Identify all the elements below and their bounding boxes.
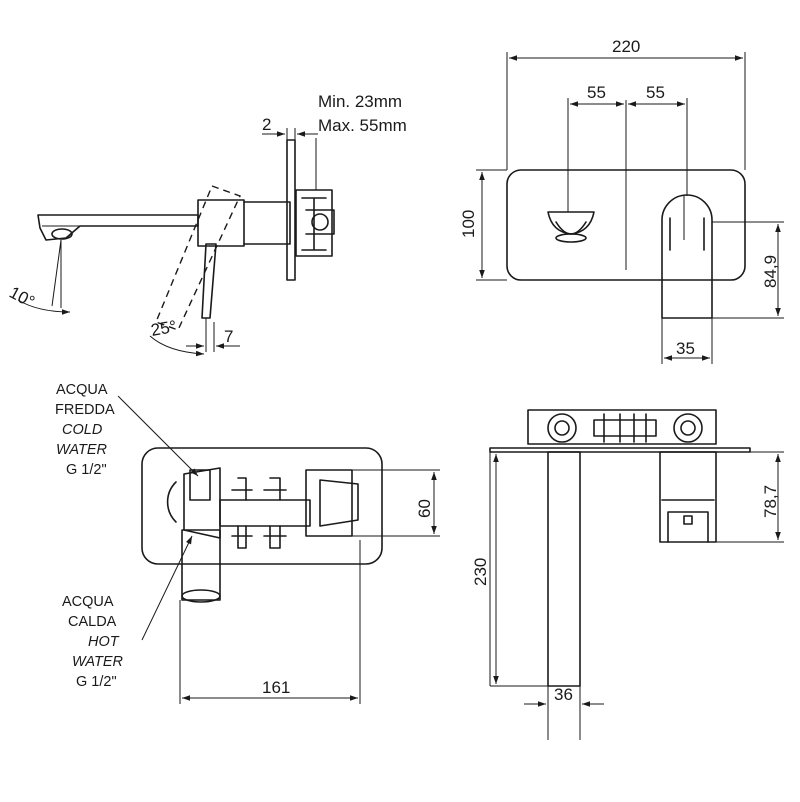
front-view: 220 55 55 100 84,9 35 [459,37,784,364]
front-spacing-right-label: 55 [646,83,665,102]
valve-assembly [527,409,717,445]
rear-plate [141,447,383,565]
hot-water-inlet [181,529,221,601]
rear-height-label: 60 [415,499,434,518]
top-spout [547,451,581,687]
cold-water-label: ACQUA FREDDA COLD WATER G 1/2" [55,382,115,478]
spout-outline [37,214,199,241]
front-width-label: 220 [612,37,640,56]
hot-water-label: ACQUA CALDA HOT WATER G 1/2" [62,594,124,690]
rear-view: 60 161 ACQUA FREDDA COLD WATER G 1/2" AC… [55,382,440,704]
lever-width-label: 35 [676,339,695,358]
svg-text:WATER: WATER [72,654,124,670]
svg-text:COLD: COLD [62,422,102,438]
mixer-body [197,199,245,247]
lever-offset-label: 7 [224,327,233,346]
lever-solid [201,243,217,319]
svg-text:ACQUA: ACQUA [62,594,114,610]
svg-text:ACQUA: ACQUA [56,382,108,398]
lever-knob [661,194,713,319]
svg-text:HOT: HOT [88,634,120,650]
plate-thickness-label: 2 [262,115,271,134]
cartridge [295,189,333,257]
front-spacing-left-label: 55 [587,83,606,102]
wall-thickness-max: Max. 55mm [318,116,407,135]
wall-thickness-min: Min. 23mm [318,92,402,111]
top-view: 230 36 78,7 [471,409,784,740]
wall-plate [286,139,296,281]
svg-text:FREDDA: FREDDA [55,402,115,418]
lever-depth-label: 78,7 [761,485,780,518]
valve-body [219,499,311,527]
spout-length-label: 230 [471,558,490,586]
spout-width-label: 36 [554,685,573,704]
lever-angle-label: 25° [149,317,178,340]
front-height-label: 100 [459,210,478,238]
rear-length-label: 161 [262,678,290,697]
svg-text:CALDA: CALDA [68,614,117,630]
svg-text:WATER: WATER [56,442,108,458]
side-view: 10° 25° 7 2 Min. 23mm Max. 55mm [6,92,407,357]
spout-outlet [547,211,595,235]
svg-text:G 1/2": G 1/2" [66,462,107,478]
cold-water-inlet [189,469,211,501]
svg-text:G 1/2": G 1/2" [76,674,117,690]
spout-aerator [51,228,73,240]
lever-height-label: 84,9 [761,255,780,288]
